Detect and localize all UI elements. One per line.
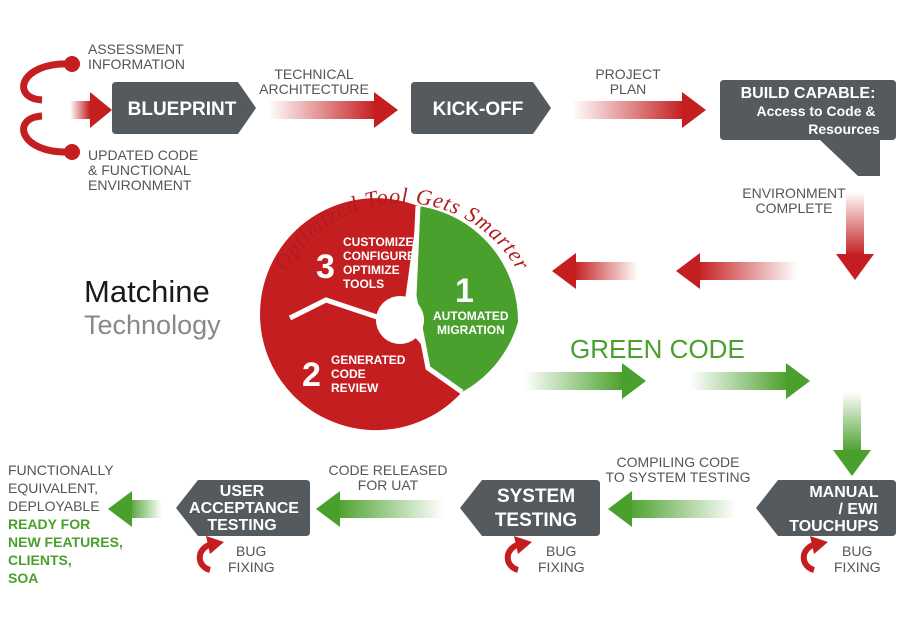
manual-line-3: TOUCHUPS	[789, 518, 879, 535]
green-code-label: GREEN CODE	[570, 334, 745, 364]
green-arrow-down-head-icon	[833, 450, 871, 476]
green-arrow-2	[690, 372, 788, 390]
arrow-back-2	[574, 262, 638, 280]
arrow-back-1-head-icon	[676, 253, 700, 289]
outcome-line-2: EQUIVALENT,	[8, 480, 98, 496]
arrow-to-kickoff	[268, 101, 376, 119]
segment-2-line-3: REVIEW	[331, 381, 379, 395]
arrow-back-1	[698, 262, 798, 280]
cycle-hub	[376, 296, 424, 344]
updated-code-label-1: UPDATED CODE	[88, 147, 198, 163]
arrow-to-system-testing-head-icon	[608, 491, 632, 527]
uat-line-2: ACCEPTANCE	[189, 500, 299, 517]
environment-complete-label-1: ENVIRONMENT	[742, 185, 846, 201]
build-capable-line-3: Resources	[808, 121, 880, 137]
uat-line-1: USER	[220, 483, 265, 500]
outcome-line-1: FUNCTIONALLY	[8, 462, 114, 478]
arrow-to-uat-head-icon	[316, 491, 340, 527]
segment-2-line-1: GENERATED	[331, 353, 406, 367]
cycle-segment-1	[414, 206, 519, 392]
arrow-into-blueprint-icon	[90, 92, 112, 128]
bug-fixing-uat-1: BUG	[236, 543, 266, 559]
arrow-to-build-head-icon	[682, 92, 706, 128]
kickoff-step: KICK-OFF	[411, 82, 551, 134]
segment-1-number: 1	[455, 272, 474, 310]
build-capable-line-2: Access to Code &	[756, 103, 875, 119]
code-released-label-2: FOR UAT	[358, 477, 419, 493]
manual-touchups-step: MANUAL / EWI TOUCHUPS	[756, 480, 896, 536]
green-arrow-1	[524, 372, 624, 390]
build-capable-step: BUILD CAPABLE: Access to Code & Resource…	[720, 80, 896, 176]
system-testing-line-2: TESTING	[495, 510, 577, 531]
project-plan-label-1: PROJECT	[595, 66, 661, 82]
bug-fixing-loop-uat: BUG FIXING	[196, 536, 275, 575]
build-capable-line-1: BUILD CAPABLE:	[741, 85, 876, 102]
arrow-to-system-testing	[628, 500, 736, 518]
outcome-line-3: DEPLOYABLE	[8, 498, 100, 514]
assessment-label-2: INFORMATION	[88, 56, 185, 72]
project-plan-label-2: PLAN	[610, 81, 647, 97]
segment-3-number: 3	[316, 248, 335, 286]
segment-3-line-2: CONFIGURE,	[343, 249, 418, 263]
arrow-to-kickoff-head-icon	[374, 92, 398, 128]
segment-3-line-3: OPTIMIZE	[343, 263, 400, 277]
updated-code-dot-icon	[64, 144, 80, 160]
green-arrow-down	[843, 392, 861, 452]
compiling-code-label-1: COMPILING CODE	[617, 454, 740, 470]
outcome-green-4: SOA	[8, 570, 38, 586]
arrow-to-build	[572, 101, 684, 119]
bug-fixing-manual-2: FIXING	[834, 559, 881, 575]
uat-line-3: TESTING	[207, 517, 276, 534]
green-arrow-2-head-icon	[786, 363, 810, 399]
arrow-to-uat	[336, 500, 444, 518]
bug-fixing-uat-2: FIXING	[228, 559, 275, 575]
system-testing-line-1: SYSTEM	[497, 486, 575, 507]
updated-code-label-3: ENVIRONMENT	[88, 177, 192, 193]
outcome-green-1: READY FOR	[8, 516, 90, 532]
arrow-to-outcome	[128, 500, 162, 518]
technical-architecture-label-2: ARCHITECTURE	[259, 81, 369, 97]
arrow-env-down-head-icon	[836, 254, 874, 280]
bug-fixing-system-1: BUG	[546, 543, 576, 559]
green-arrow-1-head-icon	[622, 363, 646, 399]
bug-fixing-system-2: FIXING	[538, 559, 585, 575]
updated-code-label-2: & FUNCTIONAL	[88, 162, 191, 178]
compiling-code-label-2: TO SYSTEM TESTING	[606, 469, 751, 485]
bug-fixing-loop-system: BUG FIXING	[504, 536, 585, 575]
code-released-label-1: CODE RELEASED	[328, 462, 447, 478]
kickoff-label: KICK-OFF	[433, 99, 524, 120]
assessment-label-1: ASSESSMENT	[88, 41, 184, 57]
segment-2-number: 2	[302, 356, 321, 394]
brand-name: Matchine	[84, 274, 210, 309]
arrow-back-2-head-icon	[552, 253, 576, 289]
blueprint-label: BLUEPRINT	[128, 99, 237, 120]
input-curl-arrows	[20, 56, 112, 160]
blueprint-step: BLUEPRINT	[112, 82, 256, 134]
segment-1-line-1: AUTOMATED	[433, 309, 509, 323]
outcome-green-2: NEW FEATURES,	[8, 534, 123, 550]
segment-3-line-1: CUSTOMIZE,	[343, 235, 417, 249]
manual-line-1: MANUAL	[809, 484, 879, 501]
brand-sub: Technology	[84, 310, 221, 340]
assessment-dot-icon	[64, 56, 80, 72]
environment-complete-label-2: COMPLETE	[755, 200, 832, 216]
uat-step: USER ACCEPTANCE TESTING	[176, 480, 310, 536]
optimization-cycle: 3 CUSTOMIZE, CONFIGURE, OPTIMIZE TOOLS 1…	[260, 183, 534, 431]
bug-fixing-manual-1: BUG	[842, 543, 872, 559]
technical-architecture-label-1: TECHNICAL	[274, 66, 354, 82]
bug-fixing-loop-manual: BUG FIXING	[800, 536, 881, 575]
segment-3-line-4: TOOLS	[343, 277, 384, 291]
manual-line-2: / EWI	[838, 501, 877, 518]
arrow-to-outcome-head-icon	[108, 491, 132, 527]
segment-2-line-2: CODE	[331, 367, 366, 381]
segment-1-line-2: MIGRATION	[437, 323, 505, 337]
arrow-env-down	[846, 192, 864, 256]
outcome-green-3: CLIENTS,	[8, 552, 72, 568]
system-testing-step: SYSTEM TESTING	[460, 480, 600, 536]
